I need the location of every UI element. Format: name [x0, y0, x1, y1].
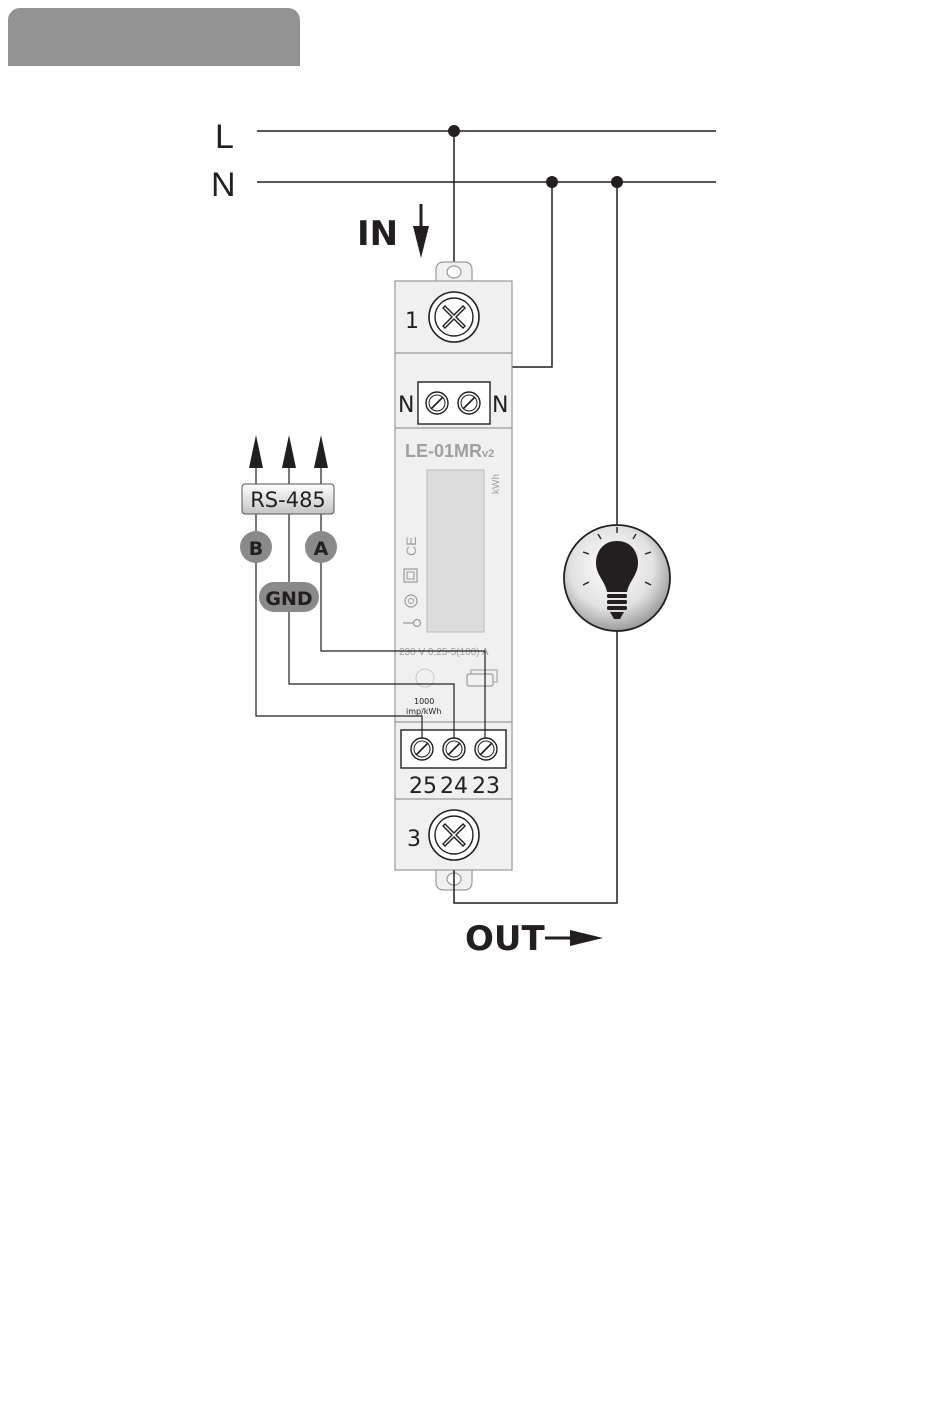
out-indicator: OUT: [465, 919, 603, 959]
model-label: LE-01MRv2: [405, 441, 494, 461]
neutral-right-label: N: [492, 393, 508, 418]
cross-screw-icon: [429, 810, 479, 860]
terminal-23-label: 23: [472, 774, 500, 799]
unit-label: kWh: [491, 474, 502, 494]
badge-a-label: A: [314, 538, 329, 560]
slotted-screw-icon: [411, 738, 497, 760]
cross-screw-icon: [429, 292, 479, 342]
label-n: N: [211, 166, 236, 204]
terminal-24-label: 24: [440, 774, 468, 799]
out-label: OUT: [465, 919, 546, 959]
impulse-line-2: imp/kWh: [406, 707, 441, 716]
energy-meter: 1 N N LE-01MRv2 kWh CE 230: [395, 262, 512, 890]
terminal-3-label: 3: [407, 827, 421, 852]
label-l: L: [215, 118, 234, 156]
impulse-line-1: 1000: [414, 697, 434, 706]
terminal-1-label: 1: [405, 309, 419, 334]
top-mounting-hole: [447, 266, 461, 278]
neutral-left-label: N: [398, 393, 414, 418]
rating-label: 230 V 0,25-5(100) A: [399, 647, 489, 658]
in-indicator: IN: [357, 204, 429, 258]
badge-b-label: B: [249, 538, 263, 560]
in-label: IN: [357, 214, 398, 254]
rs485-label: RS-485: [250, 488, 326, 512]
arrow-up-icon: [314, 435, 328, 468]
ce-mark: CE: [403, 537, 419, 556]
out-arrow-icon: [570, 930, 603, 946]
mains-lines: L N: [211, 118, 716, 204]
arrow-up-icon: [282, 435, 296, 468]
arrow-up-icon: [249, 435, 263, 468]
terminal-25-label: 25: [409, 774, 437, 799]
lcd-display: [427, 470, 484, 632]
badge-gnd-label: GND: [265, 588, 312, 610]
in-arrow-icon: [413, 226, 429, 258]
